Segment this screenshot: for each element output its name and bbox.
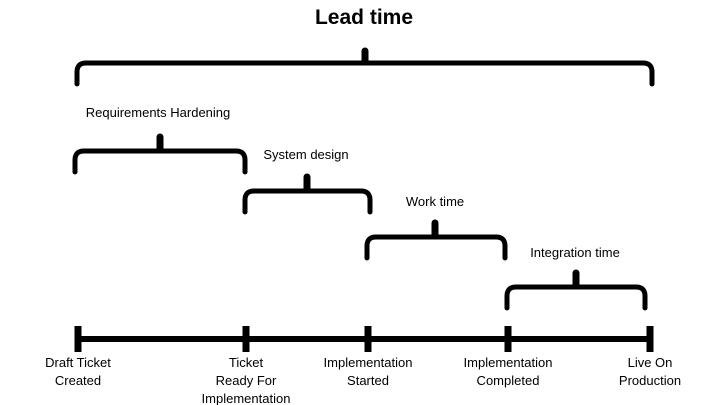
milestone-label-implementation-started: Implementation Started	[323, 355, 413, 388]
requirements-hardening-brace	[72, 133, 248, 175]
milestone-label-implementation-completed: Implementation Completed	[463, 355, 553, 388]
system-design-brace	[242, 173, 373, 215]
milestone-label-live-on-production: Live On Production	[618, 355, 682, 388]
integration-time-brace	[504, 269, 648, 311]
diagram-title: Lead time	[314, 6, 414, 29]
timeline	[74, 326, 654, 352]
phase-label-requirements-hardening: Requirements Hardening	[85, 105, 231, 120]
phase-label-work-time: Work time	[405, 194, 465, 209]
milestone-label-ticket-ready: Ticket Ready For Implementation	[201, 355, 291, 405]
lead-time-brace	[74, 47, 655, 87]
phase-label-integration-time: Integration time	[530, 245, 620, 260]
milestone-label-draft-ticket-created: Draft Ticket Created	[45, 355, 111, 388]
work-time-brace	[364, 219, 508, 261]
phase-label-system-design: System design	[263, 147, 349, 162]
